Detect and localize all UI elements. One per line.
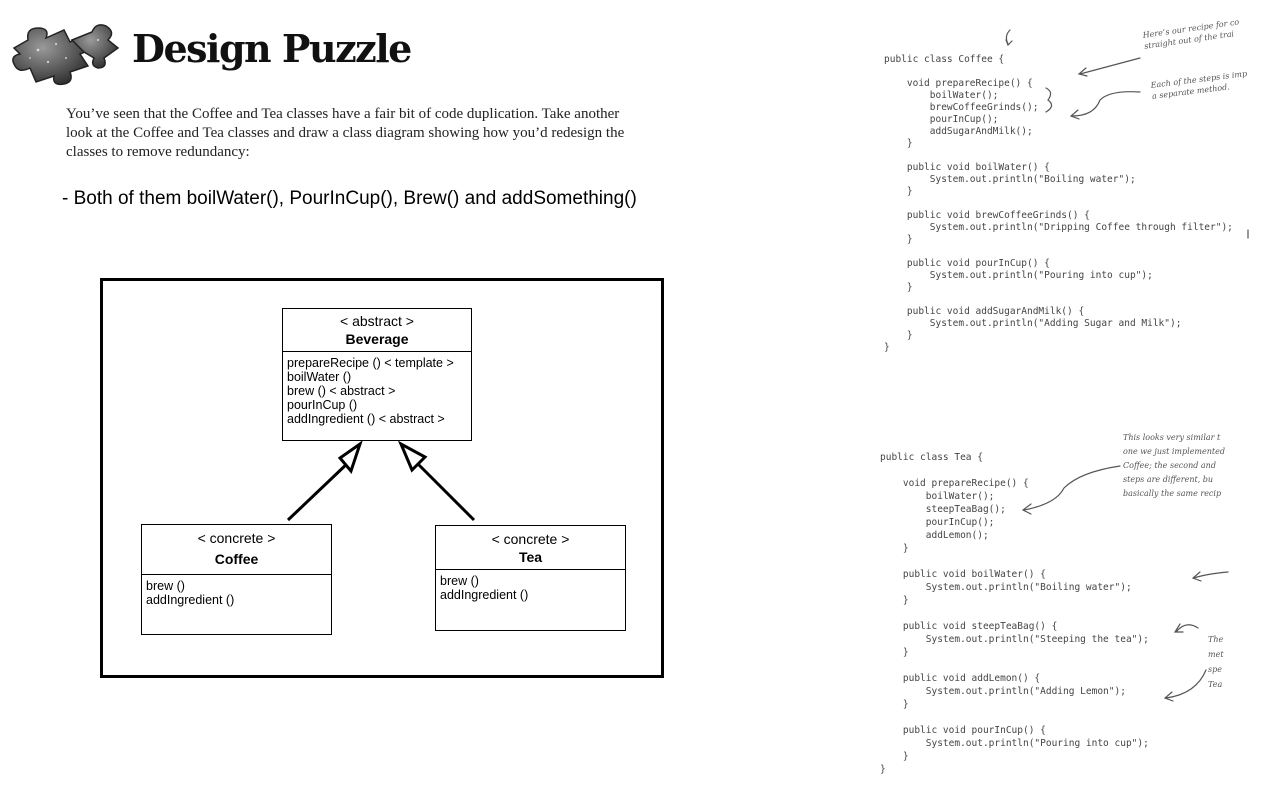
tea-class-name: Tea xyxy=(518,549,543,565)
beverage-class-name: Beverage xyxy=(345,331,409,347)
code-line: } xyxy=(884,282,913,293)
code-line: System.out.println("Boiling water"); xyxy=(880,582,1132,593)
beverage-stereotype: < abstract > xyxy=(340,313,414,329)
code-line: } xyxy=(884,186,913,197)
coffee-method: addIngredient () xyxy=(146,593,235,607)
code-line: System.out.println("Adding Sugar and Mil… xyxy=(884,318,1182,329)
code-line: void prepareRecipe() { xyxy=(880,478,1029,489)
code-line: } xyxy=(880,751,909,762)
code-line: } xyxy=(884,234,913,245)
coffee-class-code: public class Coffee { void prepareRecipe… xyxy=(884,54,1233,354)
annotation-arrows xyxy=(1005,29,1249,702)
tea-class-box: < concrete > Tea brew () addIngredient (… xyxy=(435,525,626,631)
puzzle-piece-icon xyxy=(12,24,120,86)
code-line: public void boilWater() { xyxy=(880,569,1046,580)
code-line: void prepareRecipe() { xyxy=(884,78,1033,89)
code-line: System.out.println("Steeping the tea"); xyxy=(880,634,1149,645)
tea-inheritance-arrow xyxy=(397,440,476,522)
code-line: pourInCup(); xyxy=(880,517,995,528)
code-line: } xyxy=(880,764,886,775)
code-line: } xyxy=(884,342,890,353)
code-line: boilWater(); xyxy=(884,90,999,101)
code-line: } xyxy=(880,595,909,606)
code-line: brewCoffeeGrinds(); xyxy=(884,102,1039,113)
page-title: Design Puzzle xyxy=(132,26,412,71)
code-line: addLemon(); xyxy=(880,530,989,541)
beverage-method: boilWater () xyxy=(287,370,352,384)
coffee-class-box: < concrete > Coffee brew () addIngredien… xyxy=(141,524,332,635)
code-line: } xyxy=(880,647,909,658)
code-line: System.out.println("Dripping Coffee thro… xyxy=(884,222,1233,233)
code-line: System.out.println("Pouring into cup"); xyxy=(880,738,1149,749)
code-line: } xyxy=(884,330,913,341)
annotation-similar: This looks very similar t one we just im… xyxy=(1123,433,1225,498)
tea-method: addIngredient () xyxy=(440,588,529,602)
code-line: public void boilWater() { xyxy=(884,162,1050,173)
beverage-method: brew () < abstract > xyxy=(287,384,396,398)
tea-class-code: public class Tea { void prepareRecipe() … xyxy=(880,451,1149,776)
tea-method: brew () xyxy=(440,574,479,588)
puzzle-instructions: You’ve seen that the Coffee and Tea clas… xyxy=(66,106,625,160)
inheritance-arrows xyxy=(286,440,476,522)
beverage-method: addIngredient () < abstract > xyxy=(287,412,445,426)
code-line: System.out.println("Boiling water"); xyxy=(884,174,1136,185)
code-line: pourInCup(); xyxy=(884,114,999,125)
code-line: System.out.println("Pouring into cup"); xyxy=(884,270,1153,281)
code-line: public void steepTeaBag() { xyxy=(880,621,1058,632)
code-line: public class Coffee { xyxy=(884,54,1005,65)
code-line: public void pourInCup() { xyxy=(884,258,1050,269)
coffee-stereotype: < concrete > xyxy=(197,530,276,546)
beverage-class-box: < abstract > Beverage prepareRecipe () <… xyxy=(282,308,472,441)
code-line: } xyxy=(880,543,909,554)
code-line: addSugarAndMilk(); xyxy=(884,126,1033,137)
coffee-method: brew () xyxy=(146,579,185,593)
code-line: boilWater(); xyxy=(880,491,995,502)
code-line: } xyxy=(884,138,913,149)
beverage-method: pourInCup () xyxy=(287,398,358,412)
code-line: public void addSugarAndMilk() { xyxy=(884,306,1085,317)
beverage-method: prepareRecipe () < template > xyxy=(287,356,454,370)
code-line: public void addLemon() { xyxy=(880,673,1041,684)
answer-text: - Both of them boilWater(), PourInCup(),… xyxy=(62,188,637,209)
code-line: public void brewCoffeeGrinds() { xyxy=(884,210,1090,221)
annotation-methods: The met spe Tea xyxy=(1208,635,1224,689)
class-diagram: < abstract > Beverage prepareRecipe () <… xyxy=(100,278,664,678)
code-line: System.out.println("Adding Lemon"); xyxy=(880,686,1126,697)
code-line: } xyxy=(880,699,909,710)
code-line: steepTeaBag(); xyxy=(880,504,1006,515)
coffee-class-name: Coffee xyxy=(214,551,259,567)
tea-stereotype: < concrete > xyxy=(491,531,570,547)
coffee-inheritance-arrow xyxy=(286,440,363,522)
code-line: public void pourInCup() { xyxy=(880,725,1046,736)
code-line: public class Tea { xyxy=(880,452,983,463)
